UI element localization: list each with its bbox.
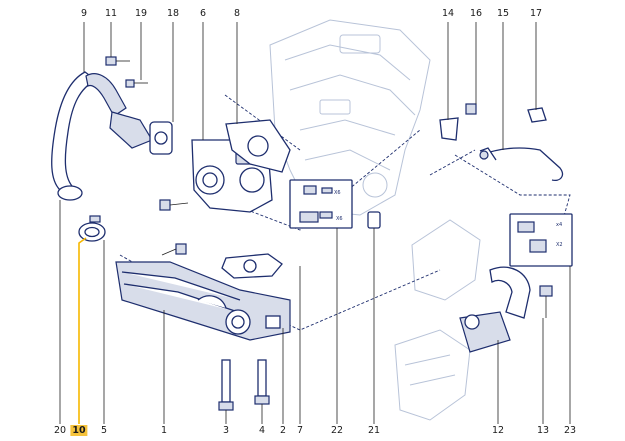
callout-14: 14 (441, 8, 455, 19)
engine-block-ghost (269, 19, 481, 421)
callout-15: 15 (496, 8, 510, 19)
bolt-5 (161, 243, 187, 256)
clip-17 (527, 107, 547, 123)
callout-6: 6 (199, 8, 207, 19)
connector-mark-23b: X2 (556, 242, 563, 248)
flange-2 (265, 315, 281, 329)
callout-3: 3 (222, 425, 230, 436)
connector-group-23: x4 X2 (509, 213, 573, 267)
callout-4: 4 (258, 425, 266, 436)
sensor-pipe-15 (479, 147, 564, 182)
callout-12: 12 (491, 425, 505, 436)
gasket-8 (225, 119, 291, 173)
callout-5: 5 (100, 425, 108, 436)
callout-10-highlighted: 10 (70, 425, 88, 436)
callout-20: 20 (53, 425, 67, 436)
leader-lines (59, 22, 571, 424)
callout-21: 21 (367, 425, 381, 436)
hose-pipe-9 (51, 71, 153, 191)
connector-mark-23a: x4 (556, 222, 562, 228)
callout-19: 19 (134, 8, 148, 19)
callout-11: 11 (104, 8, 118, 19)
egr-cooler-1 (115, 261, 291, 341)
callout-16: 16 (469, 8, 483, 19)
bolt-3 (218, 359, 234, 411)
bolt-13 (539, 285, 553, 318)
bolt-4 (254, 359, 270, 405)
bolt-valve (159, 199, 189, 211)
callout-18: 18 (166, 8, 180, 19)
bracket-14 (439, 117, 459, 141)
callout-23: 23 (563, 425, 577, 436)
pipe-valve-12 (459, 266, 531, 353)
callout-1: 1 (160, 425, 168, 436)
callout-13: 13 (536, 425, 550, 436)
callout-7: 7 (296, 425, 304, 436)
connector-mark-22b: X6 (336, 216, 343, 222)
callout-9: 9 (80, 8, 88, 19)
sensor-21 (367, 211, 381, 229)
connector-group-22: X6 X6 (289, 179, 353, 229)
bolt-11 (105, 56, 130, 66)
bolt-16 (465, 103, 477, 115)
clamp-ring-20 (57, 185, 83, 201)
gasket-18 (149, 121, 173, 155)
callout-17: 17 (529, 8, 543, 19)
connector-mark-22a: X6 (334, 190, 341, 196)
callout-2: 2 (279, 425, 287, 436)
callout-22: 22 (330, 425, 344, 436)
bolt-19 (125, 79, 148, 88)
gasket-7 (221, 253, 283, 279)
callout-8: 8 (233, 8, 241, 19)
clamp-10 (78, 215, 106, 242)
